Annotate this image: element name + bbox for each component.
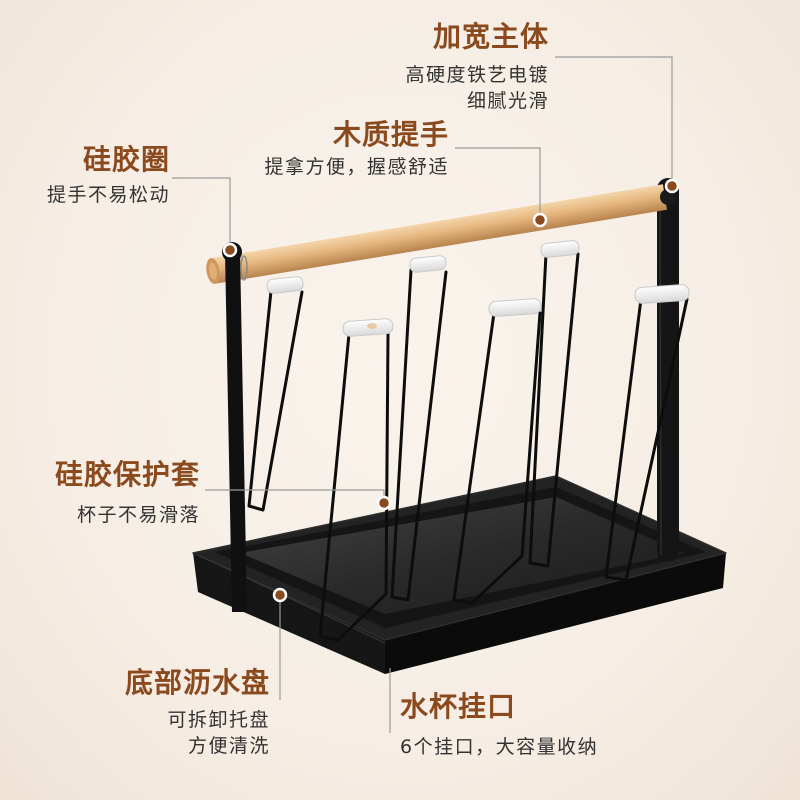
leader-line-body [555, 56, 673, 180]
silicone-caps [266, 240, 690, 337]
silicone-cap [540, 240, 580, 258]
callout-hooks-line-1: 6个挂口，大容量收纳 [400, 736, 599, 758]
callout-sleeve-title: 硅胶保护套 [54, 458, 200, 491]
callout-handle-line-1: 提拿方便，握感舒适 [264, 156, 449, 178]
callout-sleeve: 硅胶保护套 杯子不易滑落 [55, 458, 200, 528]
callout-dots [222, 178, 680, 603]
leader-lines [172, 56, 673, 733]
callout-body-line-1: 高硬度铁艺电镀 [405, 64, 549, 86]
cup-hanger-1 [247, 289, 304, 512]
wooden-handle [206, 184, 668, 284]
leader-line-ring [172, 177, 231, 244]
cup-hanger-6 [604, 297, 689, 582]
callout-dot-sleeve [376, 495, 392, 511]
callout-ring-title: 硅胶圈 [82, 143, 170, 176]
tray-rim-highlight [199, 555, 386, 644]
callout-dot-ring [222, 242, 238, 258]
callout-dot-tray [272, 587, 288, 603]
callout-tray: 底部沥水盘 可拆卸托盘 方便清洗 [125, 666, 270, 759]
callout-ring: 硅胶圈 提手不易松动 [47, 143, 170, 208]
callout-dot-body [664, 178, 680, 194]
silicone-ring [240, 255, 248, 281]
leader-line-handle [455, 147, 541, 214]
callout-sleeve-line-1: 杯子不易滑落 [76, 504, 200, 526]
silicone-cap [488, 298, 542, 317]
drip-tray [192, 475, 727, 674]
cup-hanger-4 [452, 311, 542, 605]
silicone-cap [266, 276, 304, 294]
tray-right-wall [385, 553, 726, 674]
cup-hanger-5 [528, 252, 580, 568]
callout-tray-line-1: 可拆卸托盘 [167, 709, 270, 731]
callout-dot-handle [532, 212, 548, 228]
silicone-cap [409, 255, 447, 273]
callout-body-title: 加宽主体 [432, 20, 549, 53]
callout-handle: 木质提手 提拿方便，握感舒适 [264, 118, 449, 180]
leader-line-sleeve [205, 489, 385, 497]
callout-body-line-2: 细腻光滑 [466, 90, 549, 112]
callout-body: 加宽主体 高硬度铁艺电镀 细腻光滑 [405, 20, 549, 114]
right-upright [657, 178, 679, 562]
callout-hooks-title: 水杯挂口 [400, 690, 517, 723]
callout-tray-line-2: 方便清洗 [187, 735, 270, 757]
callout-tray-title: 底部沥水盘 [124, 666, 270, 699]
callout-hooks: 水杯挂口 6个挂口，大容量收纳 [400, 690, 598, 760]
callout-handle-title: 木质提手 [332, 118, 449, 151]
callout-ring-line-1: 提手不易松动 [46, 184, 170, 206]
silicone-cap [634, 284, 690, 304]
cup-hanger-3 [390, 268, 448, 602]
tray-floor [240, 497, 684, 614]
cap-highlight [367, 323, 377, 329]
